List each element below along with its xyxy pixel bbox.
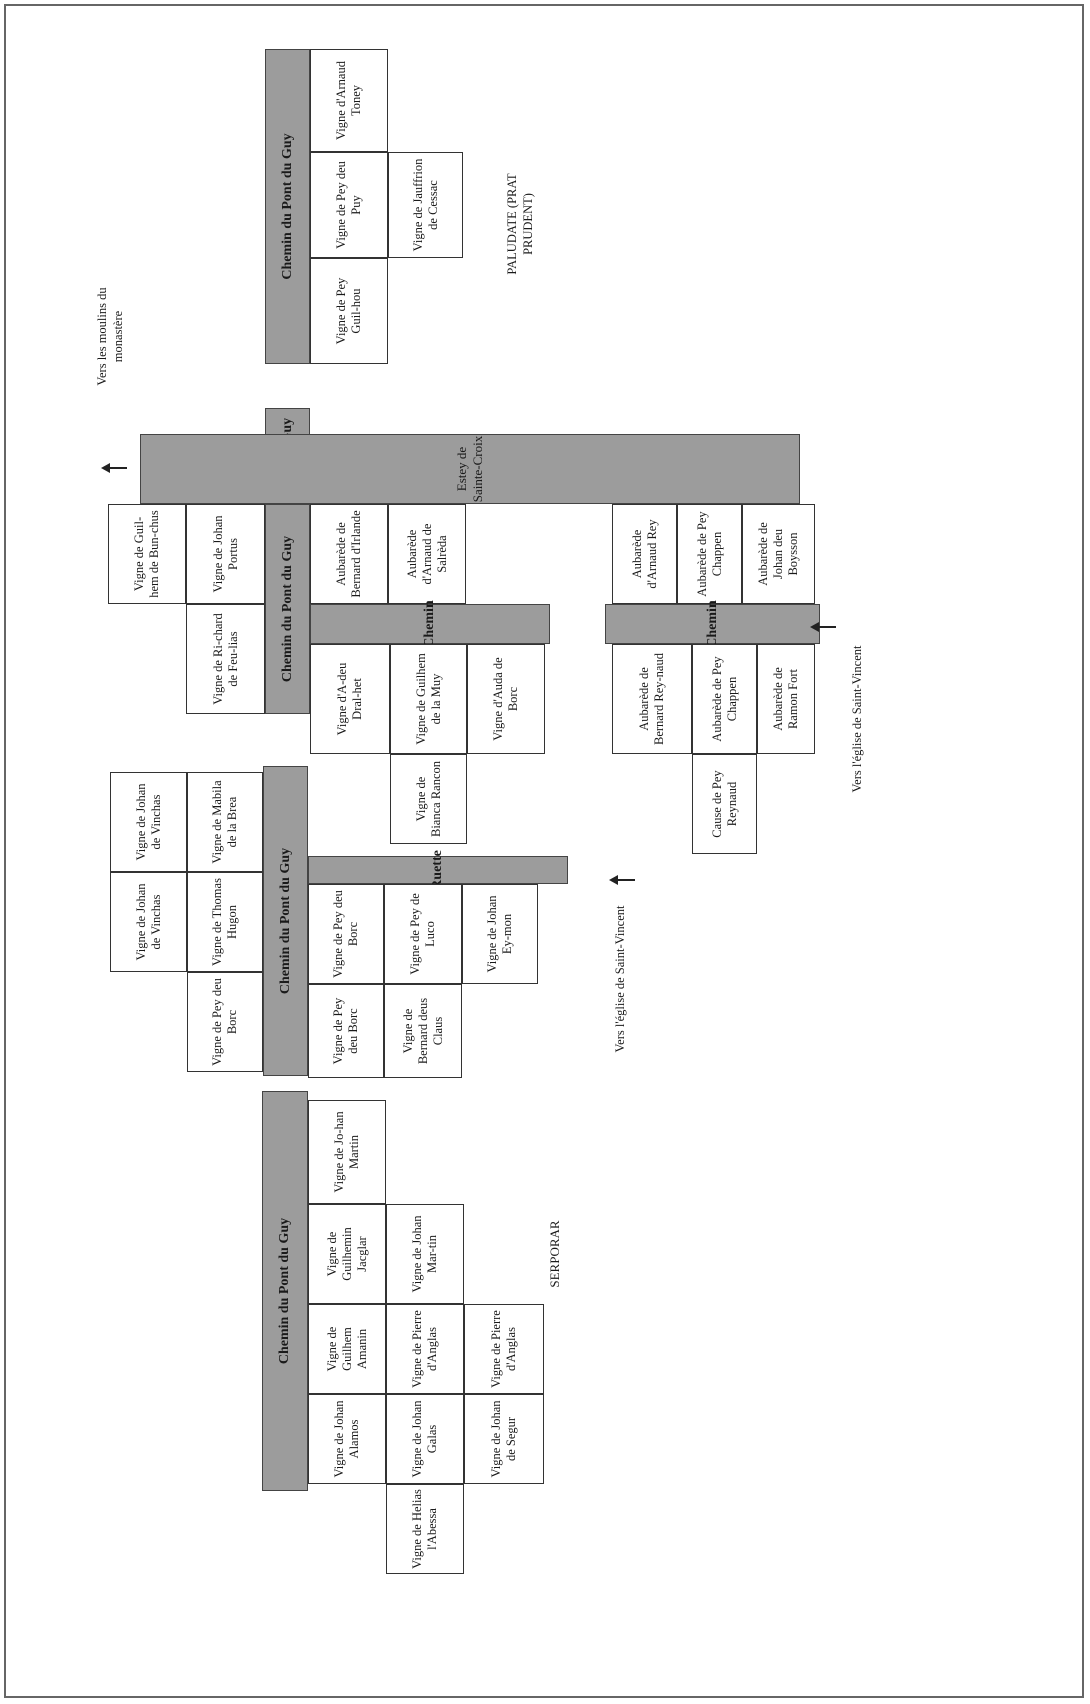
label-vers-eglise-1: Vers l'église de Saint-Vincent (849, 645, 864, 793)
parcel: Vigne de Thomas Hugon (187, 872, 263, 972)
parcel: Aubarède de Bernard d'Irlande (310, 504, 388, 604)
parcel: Vigne de Pey Guil-hou (310, 258, 388, 364)
parcel: Vigne de Pierre d'Anglas (386, 1304, 464, 1394)
parcel: Vigne de Pey deu Puy (310, 152, 388, 258)
parcel: Vigne de Ri-chard de Feu-lias (186, 604, 265, 714)
parcel: Aubarède de Bernard Rey-naud (612, 644, 692, 754)
place-label-paludate: PALUDATE (PRAT PRUDENT) (504, 173, 535, 275)
parcel: Cause de Pey Reynaud (692, 754, 757, 854)
road-estey-sainte-croix: Estey de Sainte-Croix (140, 434, 800, 504)
road-chemin-pont-du-guy-2: Chemin du Pont du Guy (265, 504, 310, 714)
parcel: Vigne de Guilhem Amanin (308, 1304, 386, 1394)
road-chemin-pont-du-guy-3: Chemin du Pont du Guy (263, 766, 308, 1076)
parcel: Aubarède d'Arnaud de Salrèda (388, 504, 466, 604)
arrow-eglise-1 (812, 626, 836, 628)
parcel: Vigne d'A-deu Dral-het (310, 644, 390, 754)
label-vers-eglise-2: Vers l'église de Saint-Vincent (612, 905, 627, 1053)
parcel: Vigne de Johan Ey-mon (462, 884, 538, 984)
road-chemin-pont-du-guy-1: Chemin du Pont du Guy (265, 49, 310, 364)
parcel: Vigne de Mabila de la Brea (187, 772, 263, 872)
parcel: Vigne de Guilhemin Jacglar (308, 1204, 386, 1304)
parcel: Aubarède de Pey Chappen (677, 504, 742, 604)
arrow-moulins (103, 467, 127, 469)
road-chemin-2: Chemin (605, 600, 820, 648)
road-chemin-1: Chemin (310, 600, 550, 648)
parcel: Vigne de Johan Alamos (308, 1394, 386, 1484)
parcel: Aubarède de Pey Chappen (692, 644, 757, 754)
parcel: Vigne de Helias l'Abessa (386, 1484, 464, 1574)
parcel: Vigne d'Arnaud Toney (310, 49, 388, 152)
parcel: Vigne de Jauffrion de Cessac (388, 152, 463, 258)
parcel: Aubarède d'Arnaud Rey (612, 504, 677, 604)
parcel: Vigne de Pey deu Borc (308, 884, 384, 984)
arrow-eglise-2 (611, 879, 635, 881)
parcel: Aubarède de Johan deu Boysson (742, 504, 815, 604)
parcel: Aubarède de Ramon Fort (757, 644, 815, 754)
road-ruette: Ruette (308, 850, 568, 890)
road-chemin-pont-du-guy-4: Chemin du Pont du Guy (262, 1091, 308, 1491)
parcel: Vigne de Bernard deus Claus (384, 984, 462, 1078)
parcel: Vigne de Johan Portus (186, 504, 265, 604)
map-frame (4, 4, 1084, 1698)
parcel: Vigne de Jo-han Martin (308, 1100, 386, 1204)
parcel: Vigne de Bianca Rancon (390, 754, 467, 844)
parcel: Vigne de Pey de Luco (384, 884, 462, 984)
parcel: Vigne de Johan de Segur (464, 1394, 544, 1484)
parcel: Vigne de Pey deu Borc (308, 984, 384, 1078)
label-vers-moulins: Vers les moulins du monastère (94, 287, 125, 386)
parcel: Vigne de Pey deu Borc (187, 972, 263, 1072)
parcel: Vigne de Guil-hem de Bun-chus (108, 504, 186, 604)
parcel: Vigne de Guilhem de la Muy (390, 644, 467, 754)
parcel: Vigne d'Auda de Borc (467, 644, 545, 754)
parcel: Vigne de Johan Galas (386, 1394, 464, 1484)
parcel: Vigne de Johan Mar-tin (386, 1204, 464, 1304)
parcel: Vigne de Johan de Vinchas (110, 872, 187, 972)
parcel: Vigne de Pierre d'Anglas (464, 1304, 544, 1394)
parcel: Vigne de Johan de Vinchas (110, 772, 187, 872)
place-label-serporar: SERPORAR (546, 1220, 562, 1288)
